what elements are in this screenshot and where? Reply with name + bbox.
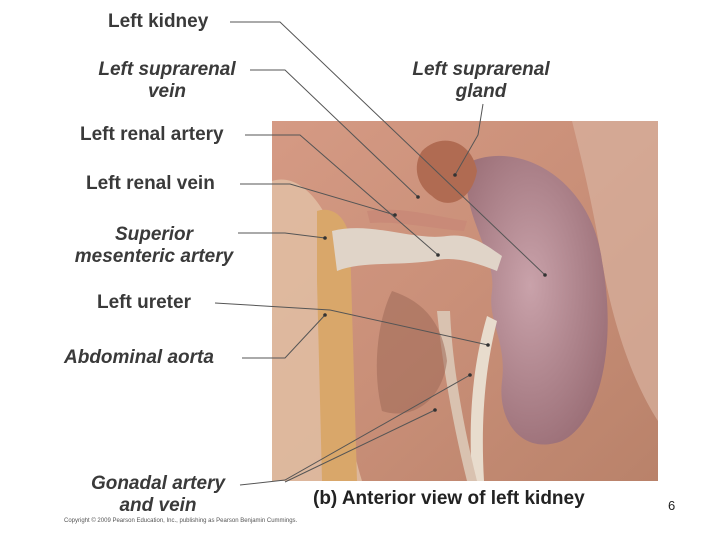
leader-dot-kidney [543, 273, 547, 277]
label-gonadal-artery-and-vein: Gonadal artery and vein [76, 473, 240, 517]
label-left-suprarenal-gland-line1: Left suprarenal [412, 59, 550, 80]
label-left-suprarenal-vein: Left suprarenal vein [84, 59, 250, 103]
kidney-shape [466, 155, 608, 445]
leader-dot-suprarenal-vein [416, 195, 420, 199]
ureter-shape [470, 316, 497, 481]
label-left-suprarenal-vein-line2: vein [147, 81, 187, 102]
label-left-kidney: Left kidney [108, 11, 209, 32]
leader-dot-aorta [323, 313, 327, 317]
leader-dot-renal-vein [393, 213, 397, 217]
leader-left-renal-artery [245, 134, 439, 256]
leader-dot-gonadal-artery [468, 373, 472, 377]
leader-left-suprarenal-vein [250, 69, 419, 198]
leader-left-suprarenal-gland [454, 103, 484, 176]
tissue-shadow [376, 291, 447, 414]
figure-caption: (b) Anterior view of left kidney [313, 488, 585, 509]
page-number: 6 [668, 498, 676, 513]
label-left-ureter: Left ureter [97, 292, 191, 313]
leader-dot-gonadal-vein [433, 408, 437, 412]
leader-dot-suprarenal-gland [453, 173, 457, 177]
label-superior-mesenteric-line2: mesenteric artery [74, 246, 234, 267]
label-left-suprarenal-gland: Left suprarenal gland [398, 59, 564, 103]
label-gonadal-line2: and vein [119, 495, 197, 516]
label-superior-mesenteric-line1: Superior [114, 224, 194, 245]
label-superior-mesenteric-artery: Superior mesenteric artery [60, 224, 248, 268]
label-left-renal-vein: Left renal vein [86, 173, 215, 194]
leader-left-renal-vein [240, 183, 396, 216]
leader-dot-renal-artery [436, 253, 440, 257]
label-left-suprarenal-vein-line1: Left suprarenal [98, 59, 236, 80]
leader-superior-mesenteric-artery [238, 232, 326, 239]
copyright-notice: Copyright © 2009 Pearson Education, Inc.… [64, 518, 298, 524]
label-abdominal-aorta: Abdominal aorta [64, 347, 214, 368]
leader-gonadal-vein [284, 409, 436, 483]
fat-tissue-right [572, 121, 658, 421]
leader-gonadal-artery [239, 374, 471, 486]
leader-dot-ureter [486, 343, 490, 347]
renal-vein-shape [332, 228, 502, 271]
leader-left-ureter [214, 302, 489, 346]
leader-abdominal-aorta [242, 314, 326, 359]
suprarenal-gland-shape [416, 140, 477, 203]
label-left-suprarenal-gland-line2: gland [455, 81, 507, 102]
gonadal-vessels-shape [437, 311, 477, 481]
label-gonadal-line1: Gonadal artery [90, 473, 226, 494]
leader-dot-mesenteric [323, 236, 327, 240]
label-left-renal-artery: Left renal artery [80, 124, 224, 145]
aorta-shape [317, 209, 357, 481]
leader-left-kidney [230, 21, 546, 276]
